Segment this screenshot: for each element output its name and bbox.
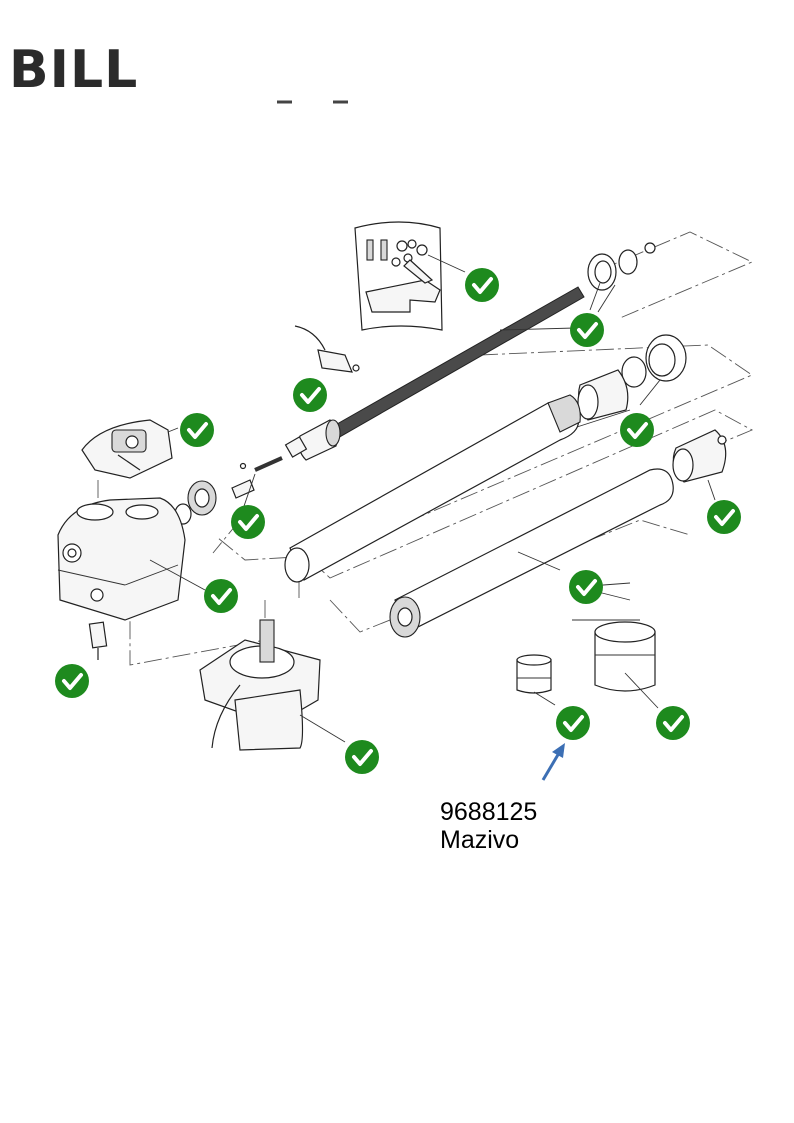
check-circle-icon [231, 505, 265, 539]
screw-seals [587, 242, 656, 313]
check-circle-icon [293, 378, 327, 412]
outer-tube [284, 394, 581, 583]
check-circle-icon [345, 740, 379, 774]
check-circle-icon [465, 268, 499, 302]
motor [199, 619, 346, 751]
small-grease-jar [516, 654, 556, 706]
check-circle-icon [707, 500, 741, 534]
part-name: Mazivo [440, 826, 520, 854]
check-markers [55, 268, 741, 774]
check-circle-icon [569, 570, 603, 604]
lead-screw [284, 286, 585, 461]
check-circle-icon [180, 413, 214, 447]
cable-sensor [294, 325, 360, 373]
top-cover [81, 419, 173, 479]
check-circle-icon [620, 413, 654, 447]
gearbox-housing [57, 497, 206, 621]
limit-switch [88, 621, 108, 660]
part-code: 9688125 [440, 798, 538, 826]
nut-housing-seals [479, 334, 687, 459]
check-circle-icon [204, 579, 238, 613]
arrow-icon [541, 743, 565, 781]
check-circle-icon [55, 664, 89, 698]
check-circle-icon [570, 313, 604, 347]
mounting-kit [354, 221, 466, 331]
end-cap [672, 429, 727, 501]
large-grease-jar [572, 619, 659, 709]
brand-title: BILL [9, 40, 139, 100]
gear-pin [174, 456, 283, 525]
check-circle-icon [556, 706, 590, 740]
check-circle-icon [656, 706, 690, 740]
inner-tube [389, 468, 674, 638]
